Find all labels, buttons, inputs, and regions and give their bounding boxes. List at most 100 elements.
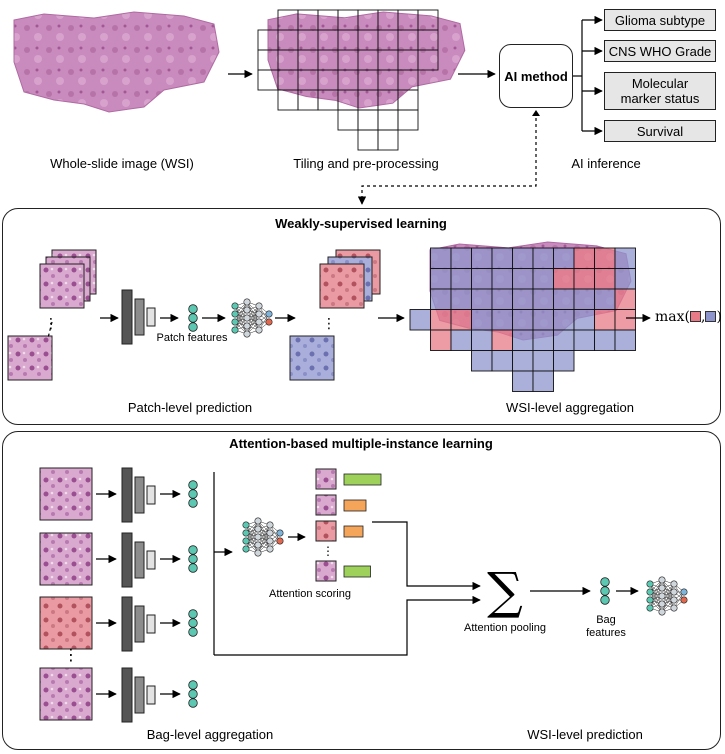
network-edge: [245, 528, 259, 550]
blue-class-swatch: [705, 311, 717, 322]
network-edge: [234, 301, 248, 331]
attention-bar-3: [343, 565, 371, 578]
weakly-supervised-title: Weakly-supervised learning: [275, 216, 447, 231]
encoder-weakly: [121, 289, 156, 345]
instance-feature-nodes-0: [188, 480, 198, 508]
feature-node: [188, 498, 198, 508]
sum-symbol: ∑: [487, 562, 523, 620]
network-node: [231, 302, 239, 310]
feature-node: [188, 618, 198, 628]
instance-feature-nodes-1: [188, 545, 198, 573]
red-class-swatch: [689, 311, 701, 322]
dotted-patch-link: [47, 321, 53, 339]
wsi-thumbnail: [13, 11, 220, 113]
ellipsis-dots-colored: ⋮: [322, 315, 336, 331]
network-node: [243, 298, 251, 306]
network-node: [255, 310, 263, 318]
encoder-layer-1: [121, 667, 133, 723]
network-node: [670, 588, 678, 596]
tiled-wsi-thumbnail: [267, 11, 466, 109]
wsi-level-aggregation-label: WSI-level aggregation: [506, 400, 634, 415]
network-edge: [246, 305, 260, 335]
abmil-patch-0: [39, 467, 93, 521]
wsi-level-prediction-label: WSI-level prediction: [527, 727, 643, 742]
feature-node: [188, 680, 198, 690]
bag-feature-nodes: [600, 577, 610, 605]
patch-level-prediction-label: Patch-level prediction: [127, 400, 253, 415]
encoder-layer-2: [134, 676, 145, 714]
network-node: [243, 330, 251, 338]
tiling-grid: [257, 9, 439, 151]
network-edge: [649, 579, 663, 601]
grid-tile: [532, 370, 554, 392]
network-node: [658, 584, 666, 592]
scored-patch-2: [315, 520, 337, 542]
attention-scoring-label: Attention scoring: [269, 588, 351, 600]
output-molecular-marker: Molecular marker status: [604, 72, 716, 110]
feature-node: [600, 595, 610, 605]
dashed-arrowhead-up: [532, 110, 540, 116]
network-node: [646, 588, 654, 596]
network-node: [255, 318, 263, 326]
network-node: [254, 541, 262, 549]
max-expression: max(,): [655, 309, 722, 325]
ai-method-box: AI method: [499, 44, 573, 108]
grid-tile: [377, 129, 399, 151]
scored-patch-1: [315, 494, 337, 516]
network-edge: [661, 583, 675, 613]
encoder-layer-1: [121, 596, 133, 652]
abmil-panel: [2, 431, 721, 750]
grid-tile: [417, 49, 439, 71]
bag-level-aggregation-label: Bag-level aggregation: [146, 727, 274, 742]
attention-bar-0: [343, 473, 382, 486]
network-edge: [245, 520, 259, 550]
output-cns-who-grade: CNS WHO Grade: [604, 40, 716, 62]
encoder-layer-3: [146, 485, 156, 505]
grid-tile: [357, 109, 379, 131]
bag-features-label: Bag features: [586, 614, 626, 639]
ellipsis-dots: ⋮: [44, 315, 58, 331]
encoder-layer-1: [121, 467, 133, 523]
dashed-ai-to-panel: [357, 112, 537, 205]
network-edge: [234, 309, 248, 331]
network-node: [658, 576, 666, 584]
instance-feature-nodes-3: [188, 680, 198, 708]
network-node: [646, 596, 654, 604]
feature-node: [188, 689, 198, 699]
network-node: [266, 521, 274, 529]
network-node: [658, 608, 666, 616]
instance-feature-nodes-2: [188, 609, 198, 637]
network-node: [242, 529, 250, 537]
network-node: [265, 318, 273, 326]
scored-patch-3: [315, 560, 337, 582]
attention-bar-1: [343, 499, 367, 512]
encoder-layer-3: [146, 307, 156, 327]
abmil-title: Attention-based multiple-instance learni…: [229, 436, 493, 451]
network-node: [266, 529, 274, 537]
feature-node: [600, 586, 610, 596]
feature-node: [188, 609, 198, 619]
colored-patch-front: [319, 263, 365, 309]
network-node: [243, 322, 251, 330]
network-node: [276, 529, 284, 537]
colored-patch-single: [289, 335, 335, 381]
wsi-label: Whole-slide image (WSI): [50, 156, 194, 171]
ai-method-label: AI method: [504, 68, 568, 84]
network-node: [254, 525, 262, 533]
abmil-ellipsis: ⋮: [63, 647, 79, 664]
encoder-abmil-2: [121, 596, 156, 652]
network-edge: [649, 579, 663, 609]
network-node: [231, 326, 239, 334]
encoder-layer-1: [121, 532, 133, 588]
grid-tile: [377, 109, 399, 131]
feature-node: [188, 627, 198, 637]
output-glioma-subtype: Glioma subtype: [604, 9, 716, 31]
network-node: [243, 306, 251, 314]
encoder-layer-2: [134, 476, 145, 514]
scored-patch-0: [315, 468, 337, 490]
network-node: [255, 302, 263, 310]
network-node: [680, 588, 688, 596]
feature-node: [188, 322, 198, 332]
network-node: [242, 537, 250, 545]
encoder-abmil-3: [121, 667, 156, 723]
